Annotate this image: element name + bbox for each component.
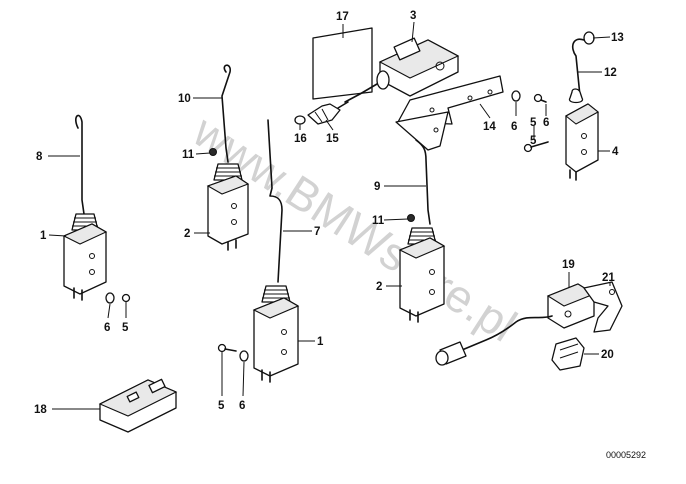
part-5-screw-lower <box>523 141 549 153</box>
callout-13: 13 <box>611 32 624 44</box>
part-11-nut-upper <box>209 148 217 156</box>
leader-lines <box>48 21 611 410</box>
part-9-rod <box>415 139 431 225</box>
part-2-actuator-left <box>206 163 250 251</box>
callout-6-middle: 6 <box>239 400 245 412</box>
callout-14: 14 <box>483 121 496 133</box>
callout-2-right: 2 <box>376 281 382 293</box>
callout-6-left: 6 <box>104 322 110 334</box>
part-5-screw-middle <box>217 343 237 353</box>
part-5-screw-upper <box>533 93 547 103</box>
callout-11-upper: 11 <box>182 149 195 161</box>
part-17-cover-plate <box>312 27 373 100</box>
callout-1-left: 1 <box>40 230 47 242</box>
callout-11-lower: 11 <box>372 215 385 227</box>
part-5-screw-left <box>121 293 131 303</box>
part-8-rod <box>75 114 85 215</box>
part-11-nut-lower <box>407 214 415 222</box>
part-6-washer-middle <box>239 350 249 362</box>
part-4-actuator <box>565 88 599 181</box>
callout-16: 16 <box>294 133 307 145</box>
callout-6-upper-b: 6 <box>543 117 549 129</box>
callout-3: 3 <box>410 10 416 22</box>
callout-15: 15 <box>326 133 339 145</box>
part-2-actuator-right <box>398 227 446 323</box>
part-20-clip <box>551 337 585 371</box>
callout-5-upper: 5 <box>530 117 537 129</box>
part-15-hose-connector <box>307 101 349 125</box>
reference-number: 00005292 <box>606 450 646 460</box>
callout-19: 19 <box>562 259 575 271</box>
callout-9: 9 <box>374 181 380 193</box>
callout-10: 10 <box>178 93 191 105</box>
callout-12: 12 <box>604 67 617 79</box>
callout-2-left: 2 <box>184 228 190 240</box>
part-19-switch <box>435 283 596 366</box>
part-16-clip <box>294 115 306 125</box>
part-7-long-rod <box>267 119 283 283</box>
callout-labels: 17 3 13 12 10 16 15 14 6 5 6 5 4 8 11 9 … <box>34 10 624 416</box>
callout-8: 8 <box>36 151 43 163</box>
part-14-bracket <box>395 75 504 151</box>
part-6-washer-left <box>105 292 115 304</box>
part-10-rod <box>221 64 231 163</box>
callout-4: 4 <box>612 146 619 158</box>
part-12-rod <box>571 38 585 97</box>
part-6-washer-upper <box>511 90 521 102</box>
callout-18: 18 <box>34 404 47 416</box>
part-13-lock-knob <box>583 31 595 45</box>
callout-5-upper-b: 5 <box>530 135 537 147</box>
part-21-bracket <box>583 281 623 333</box>
callout-21: 21 <box>602 272 615 284</box>
callout-6-upper: 6 <box>511 121 517 133</box>
callout-1-middle: 1 <box>317 336 324 348</box>
callout-17: 17 <box>336 11 349 23</box>
callout-5-left: 5 <box>122 322 129 334</box>
part-1-actuator-middle <box>252 285 300 383</box>
part-18-box <box>98 378 178 433</box>
part-1-actuator-left <box>62 213 108 301</box>
callout-7: 7 <box>314 226 320 238</box>
part-3-pump-unit <box>344 37 460 103</box>
callout-20: 20 <box>601 349 614 361</box>
callout-5-middle: 5 <box>218 400 225 412</box>
